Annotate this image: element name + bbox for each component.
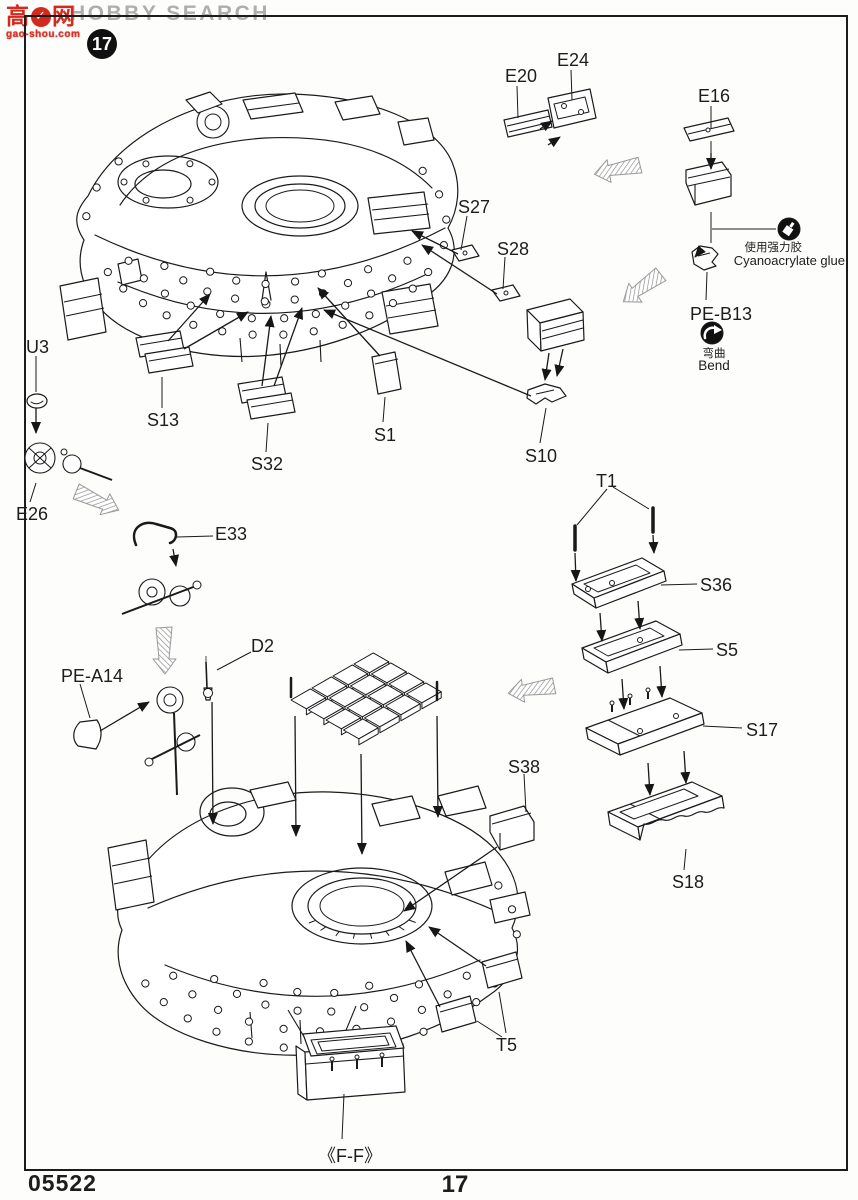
part-T5-b: [435, 995, 477, 1033]
part-S38: [489, 805, 535, 851]
part-label-s32: S32: [251, 454, 284, 474]
part-T1: [573, 506, 655, 552]
part-label-s13: S13: [147, 410, 180, 430]
page-border-frame: [24, 15, 848, 1171]
part-E20: [503, 109, 553, 138]
part-label-u3: U3: [26, 337, 50, 357]
cyanoacrylate-glue-label-cn: 使用强力胶: [744, 240, 803, 254]
part-PE-B13: [691, 245, 719, 271]
assembly-arrows: [31, 120, 716, 1008]
part-S32: [237, 376, 296, 420]
part-label-e20: E20: [505, 66, 538, 86]
part-label-s18: S18: [672, 872, 705, 892]
part-S5: [581, 620, 683, 674]
step-number-badge: 17: [87, 29, 117, 59]
part-label-pe-b13: PE-B13: [690, 304, 753, 324]
part-label-f-f: 《F-F》: [318, 1146, 382, 1166]
bend-icon: [700, 321, 724, 345]
part-E16-plate: [683, 117, 735, 142]
part-label-s28: S28: [497, 239, 530, 259]
part-S36: [571, 557, 667, 609]
part-PE-A14: [73, 719, 102, 750]
part-label-e24: E24: [557, 50, 590, 70]
assembly-direction-arrow: [593, 156, 643, 183]
part-label-t5: T5: [496, 1035, 518, 1055]
part-D2-antenna: [203, 656, 213, 701]
part-label-d2: D2: [251, 636, 275, 656]
part-E33-wire: [132, 521, 178, 547]
part-S28: [491, 284, 521, 302]
part-FF-bin: [295, 1025, 406, 1101]
part-S27: [451, 244, 480, 262]
assembly-direction-arrow: [152, 626, 177, 675]
part-label-s36: S36: [700, 575, 733, 595]
assembly-direction-arrow: [507, 677, 557, 703]
part-E16-box: [685, 161, 732, 206]
part-S13: [135, 330, 194, 374]
part-label-s1: S1: [374, 425, 397, 445]
part-label-e16: E16: [698, 86, 731, 106]
part-label-s17: S17: [746, 720, 779, 740]
logo-char-left: 高: [6, 4, 30, 30]
part-S18: [607, 781, 725, 841]
gao-shou-logo-url: gao-shou.com: [6, 29, 81, 40]
part-U3: [26, 393, 48, 409]
assembly-direction-arrow: [72, 483, 120, 516]
assembly-direction-arrow: [622, 267, 667, 303]
machine-gun-mount: [144, 686, 201, 796]
part-label-s38: S38: [508, 757, 541, 777]
part-E24: [547, 88, 597, 129]
part-label-e26: E26: [16, 504, 49, 524]
glue-bottle-glyph: [782, 221, 795, 237]
top-turret-illustration: [59, 91, 459, 367]
cyanoacrylate-glue-label-en: Cyanoacrylate glue: [733, 253, 845, 268]
part-T5-a: [481, 951, 523, 989]
logo-char-right: 网: [52, 4, 76, 30]
part-label-pe-a14: PE-A14: [61, 666, 124, 686]
part-S10-bracket: [526, 383, 567, 405]
product-code: 05522: [28, 1170, 97, 1196]
part-label-e33: E33: [215, 524, 248, 544]
armor-block-grid: [289, 652, 442, 746]
part-S1: [371, 351, 402, 395]
bottom-turret-illustration: [107, 781, 531, 1056]
part-label-s5: S5: [716, 640, 739, 660]
cyanoacrylate-glue-icon: [777, 217, 801, 241]
part-label-t1: T1: [596, 471, 618, 491]
bend-label-cn: 弯曲: [702, 346, 726, 360]
part-label-s10: S10: [525, 446, 558, 466]
part-label-s27: S27: [458, 197, 491, 217]
part-S10: [526, 298, 585, 352]
part-E26-assembly: [24, 442, 113, 481]
callout-leader-lines: [29, 69, 776, 1140]
part-E33-assembly: [121, 578, 202, 615]
part-S17: [585, 687, 705, 756]
page-number: 17: [441, 1171, 469, 1198]
bend-label-en: Bend: [698, 358, 730, 373]
hobby-search-watermark: HOBBY SEARCH: [70, 2, 270, 25]
